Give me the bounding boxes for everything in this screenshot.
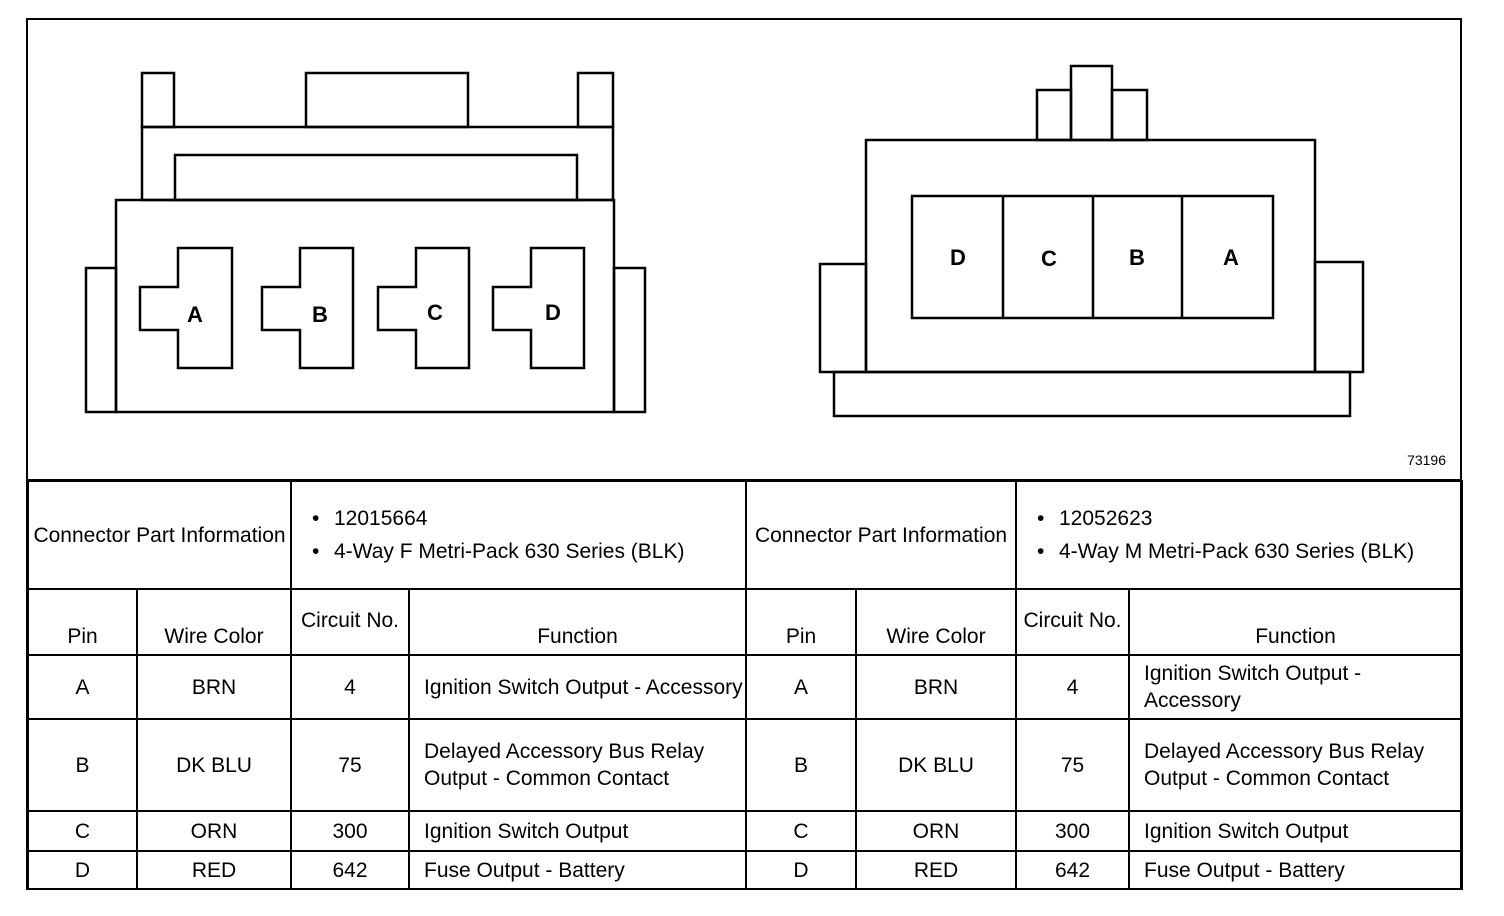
- female-connector-body: [84, 71, 647, 414]
- function-cell: Fuse Output - Battery: [407, 850, 748, 890]
- circuit-cell: 642: [290, 850, 410, 890]
- circuit-cell: 300: [290, 810, 410, 852]
- circuit-header: Circuit No.: [1015, 588, 1130, 656]
- figure-number: 73196: [1407, 452, 1446, 468]
- circuit-cell: 300: [1015, 810, 1130, 852]
- table-row: C ORN 300 Ignition Switch Output: [27, 810, 748, 852]
- pin-cell: B: [27, 718, 138, 812]
- wire-color-cell: BRN: [136, 654, 292, 720]
- table-row: C ORN 300 Ignition Switch Output: [745, 810, 1463, 852]
- wire-color-cell: RED: [855, 850, 1017, 890]
- table-header-row: Pin Wire Color Circuit No. Function: [745, 588, 1463, 656]
- function-header: Function: [407, 588, 748, 656]
- female-pin-label: C: [427, 300, 443, 325]
- part-description: 4-Way M Metri-Pack 630 Series (BLK): [1037, 538, 1461, 565]
- function-cell: Ignition Switch Output: [407, 810, 748, 852]
- wire-color-cell: ORN: [855, 810, 1017, 852]
- part-info-values: 12015664 4-Way F Metri-Pack 630 Series (…: [289, 480, 748, 590]
- wire-color-cell: DK BLU: [136, 718, 292, 812]
- wire-color-cell: BRN: [855, 654, 1017, 720]
- table-row: A BRN 4 Ignition Switch Output - Accesso…: [27, 654, 748, 720]
- female-cavity-c: [376, 246, 471, 370]
- table-row: D RED 642 Fuse Output - Battery: [27, 850, 748, 890]
- table-row: B DK BLU 75 Delayed Accessory Bus Relay …: [745, 718, 1463, 812]
- female-cavity-b: [260, 246, 355, 370]
- female-pin-label: B: [312, 302, 328, 327]
- circuit-cell: 75: [1015, 718, 1130, 812]
- wire-color-cell: RED: [136, 850, 292, 890]
- function-cell: Delayed Accessory Bus Relay Output - Com…: [407, 718, 748, 812]
- pin-cell: C: [745, 810, 857, 852]
- male-connector-body: [818, 64, 1365, 418]
- circuit-cell: 4: [1015, 654, 1130, 720]
- part-info-label: Connector Part Information: [27, 480, 292, 590]
- male-pin-label: D: [950, 245, 966, 270]
- part-info-row: Connector Part Information 12052623 4-Wa…: [745, 480, 1463, 590]
- connector-drawings: A B C D D C B A 73196: [26, 64, 1462, 480]
- pin-cell: D: [745, 850, 857, 890]
- female-cavity-d: [491, 246, 586, 370]
- function-cell: Ignition Switch Output: [1128, 810, 1463, 852]
- part-info-row: Connector Part Information 12015664 4-Wa…: [27, 480, 748, 590]
- diagram-frame: [26, 18, 1462, 890]
- pin-cell: A: [27, 654, 138, 720]
- part-number: 12052623: [1037, 505, 1461, 532]
- female-pin-label: A: [187, 302, 203, 327]
- function-cell: Delayed Accessory Bus Relay Output - Com…: [1128, 718, 1463, 812]
- function-cell: Ignition Switch Output - Accessory: [407, 654, 748, 720]
- circuit-cell: 642: [1015, 850, 1130, 890]
- function-header: Function: [1128, 588, 1463, 656]
- wire-color-header: Wire Color: [136, 588, 292, 656]
- pin-cell: D: [27, 850, 138, 890]
- connector-table-right: Connector Part Information 12052623 4-Wa…: [745, 480, 1463, 890]
- male-pin-label: A: [1223, 245, 1239, 270]
- circuit-cell: 4: [290, 654, 410, 720]
- part-description: 4-Way F Metri-Pack 630 Series (BLK): [312, 538, 745, 565]
- wire-color-cell: ORN: [136, 810, 292, 852]
- table-row: D RED 642 Fuse Output - Battery: [745, 850, 1463, 890]
- female-cavity-a: [138, 246, 234, 370]
- female-pin-label: D: [545, 300, 561, 325]
- table-header-row: Pin Wire Color Circuit No. Function: [27, 588, 748, 656]
- male-pin-label: B: [1129, 245, 1145, 270]
- function-cell: Ignition Switch Output - Accessory: [1128, 654, 1463, 720]
- table-row: B DK BLU 75 Delayed Accessory Bus Relay …: [27, 718, 748, 812]
- pin-cell: B: [745, 718, 857, 812]
- function-cell: Fuse Output - Battery: [1128, 850, 1463, 890]
- circuit-cell: 75: [290, 718, 410, 812]
- part-number: 12015664: [312, 505, 745, 532]
- connector-drawing-svg: A B C D D C B A 73196: [26, 64, 1462, 480]
- circuit-header: Circuit No.: [290, 588, 410, 656]
- pin-header: Pin: [745, 588, 857, 656]
- pin-header: Pin: [27, 588, 138, 656]
- pin-cell: C: [27, 810, 138, 852]
- connector-table-left: Connector Part Information 12015664 4-Wa…: [27, 480, 748, 890]
- part-info-values: 12052623 4-Way M Metri-Pack 630 Series (…: [1015, 480, 1463, 590]
- pin-cell: A: [745, 654, 857, 720]
- wire-color-cell: DK BLU: [855, 718, 1017, 812]
- part-info-label: Connector Part Information: [745, 480, 1017, 590]
- wire-color-header: Wire Color: [855, 588, 1017, 656]
- table-row: A BRN 4 Ignition Switch Output - Accesso…: [745, 654, 1463, 720]
- male-pin-label: C: [1041, 246, 1057, 271]
